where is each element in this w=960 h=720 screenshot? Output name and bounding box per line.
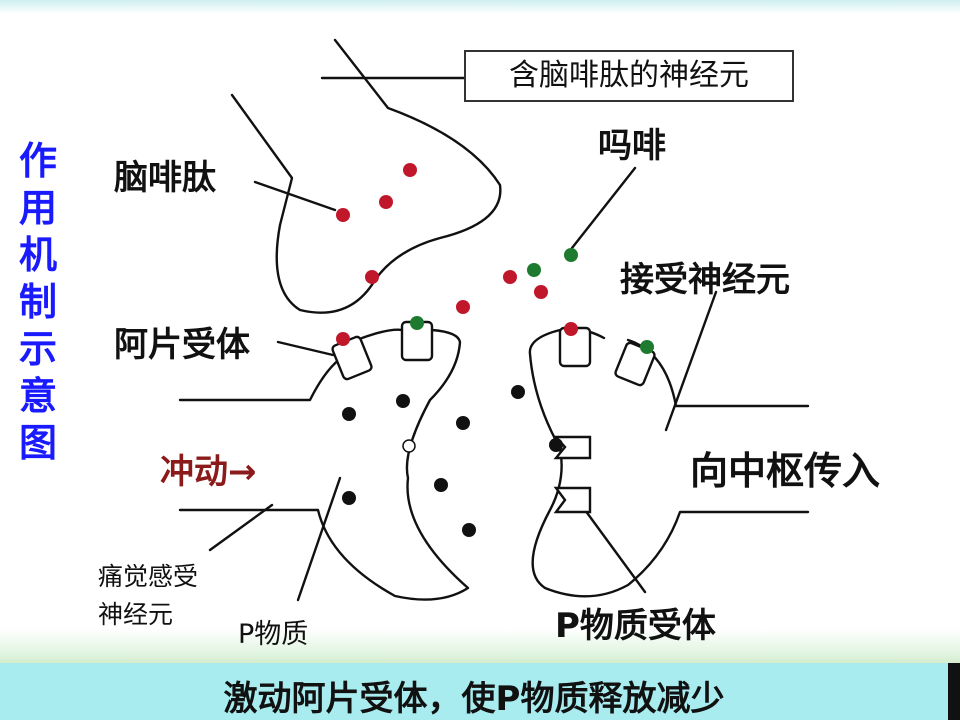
- morphine-dot: [527, 263, 541, 277]
- open-circle-dot: [402, 439, 416, 453]
- enkephalin-dot: [564, 322, 578, 336]
- caption-text: 激动阿片受体，使P物质释放减少: [223, 679, 725, 719]
- substance-p-receptor: [553, 486, 592, 514]
- leader-morphine: [570, 166, 637, 250]
- leader-substance-p: [296, 476, 342, 602]
- label-to-center: 向中枢传入: [690, 449, 881, 493]
- caption-bar: 激动阿片受体，使P物质释放减少: [0, 663, 948, 720]
- morphine-dot: [410, 316, 424, 330]
- substance-p-dot: [511, 385, 525, 399]
- enkephalin-dot: [534, 285, 548, 299]
- label-substance-p: P物质: [238, 619, 309, 650]
- label-enkephalin-neuron: 含脑啡肽的神经元: [464, 50, 794, 102]
- enkephalin-dot: [379, 195, 393, 209]
- substance-p-dot: [434, 478, 448, 492]
- morphine-dot: [564, 248, 578, 262]
- leader-substance-p-receptor: [583, 508, 647, 594]
- leader-enkephalin: [253, 180, 337, 212]
- substance-p-dot: [396, 394, 410, 408]
- substance-p-dot: [342, 491, 356, 505]
- label-impulse: 冲动→: [160, 452, 257, 492]
- substance-p-dots: [342, 385, 563, 537]
- substance-p-dot: [342, 407, 356, 421]
- enkephalin-dots: [336, 163, 578, 346]
- enkephalin-dot: [403, 163, 417, 177]
- leader-receiving-neuron: [664, 290, 718, 432]
- leader-pain-neuron: [208, 503, 274, 552]
- morphine-dots: [410, 248, 654, 354]
- substance-p-dot: [549, 438, 563, 452]
- leader-opioid-receptor: [276, 340, 335, 357]
- label-substance-p-receptor: P物质受体: [555, 606, 716, 646]
- enkephalin-neuron-outline: [230, 38, 502, 314]
- label-pain-neuron-line2: 神经元: [98, 600, 174, 629]
- enkephalin-dot: [336, 332, 350, 346]
- enkephalin-dot: [456, 300, 470, 314]
- label-opioid-receptor: 阿片受体: [114, 325, 250, 365]
- caption-edge: [948, 663, 960, 720]
- label-enkephalin: 脑啡肽: [114, 158, 216, 198]
- enkephalin-dot: [336, 208, 350, 222]
- substance-p-dot: [456, 416, 470, 430]
- enkephalin-dot: [365, 270, 379, 284]
- vertical-title: 作用机制示意图: [18, 139, 57, 465]
- grass-decor: [0, 628, 960, 668]
- enkephalin-dot: [503, 270, 517, 284]
- label-morphine: 吗啡: [598, 126, 666, 166]
- label-pain-neuron-line1: 痛觉感受: [98, 562, 199, 591]
- top-decor-band: [0, 0, 960, 14]
- morphine-dot: [640, 340, 654, 354]
- substance-p-dot: [462, 523, 476, 537]
- label-receiving-neuron: 接受神经元: [620, 260, 790, 300]
- substance-p-receptor: [553, 435, 592, 460]
